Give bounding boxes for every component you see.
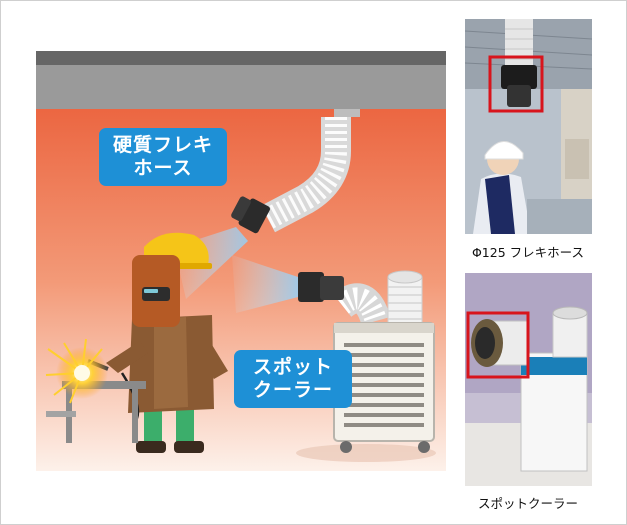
highlight-frame-hose [488,55,544,113]
spot-cooler-photo-caption: スポットクーラー [477,496,578,511]
spot-cooler-unit [298,270,435,453]
hose-label-line1: 硬質フレキ [112,134,213,156]
cooler-label-line2: クーラー [252,379,333,401]
welding-spot-cooler-illustration [36,51,446,471]
flex-hose-photo-caption: Φ125 フレキホース [471,245,585,260]
ceiling [36,65,446,109]
spot-cooler-label: スポット クーラー [234,350,352,408]
ceiling-edge [36,51,446,65]
cold-air-flow-lower [232,255,298,313]
hard-flex-hose-label: 硬質フレキ ホース [99,128,227,186]
highlight-frame-cooler [466,311,530,379]
flex-hose-photo [465,19,592,234]
spot-cooler-photo [465,273,592,486]
welding-sparks [45,338,108,404]
hard-flex-hose [231,109,360,234]
hose-label-line2: ホース [133,157,193,179]
welder-worker [87,232,228,453]
cooler-label-line1: スポット [252,356,333,378]
